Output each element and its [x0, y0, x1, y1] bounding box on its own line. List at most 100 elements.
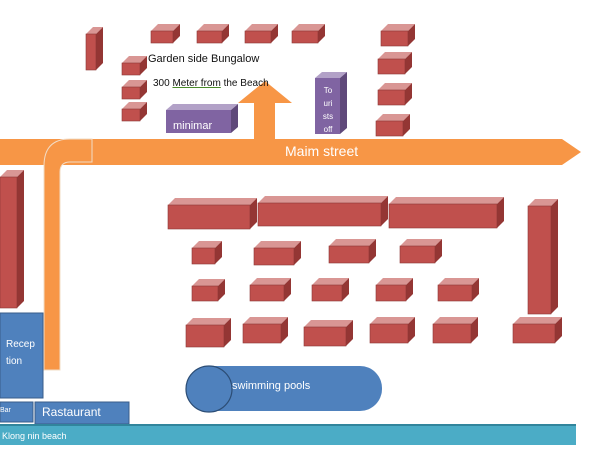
bungalow-roof — [433, 317, 478, 324]
restaurant-label: Rastaurant — [42, 405, 101, 419]
bungalow-front — [121, 62, 141, 76]
distance-unit: Meter from — [172, 78, 221, 89]
reception-label: Recep tion — [6, 339, 35, 367]
bungalow-front — [257, 202, 382, 227]
bungalow-roof — [378, 83, 412, 90]
bungalow-roof — [381, 24, 415, 31]
main-street-arrow-icon — [0, 139, 581, 165]
bungalow-front — [121, 86, 141, 100]
bungalow-front — [311, 284, 343, 302]
bungalow-side — [435, 239, 442, 263]
bungalow-box — [437, 278, 479, 302]
bungalow-roof — [304, 320, 353, 327]
bungalow-side — [555, 317, 562, 343]
bungalow-front — [167, 204, 251, 230]
bungalow-roof — [186, 318, 231, 325]
bungalow-front — [121, 108, 141, 122]
swimming-pool — [186, 366, 382, 411]
reception-block — [0, 312, 44, 399]
bungalow-side — [346, 320, 353, 346]
tourist-office-label: To uri sts off — [322, 86, 334, 134]
bungalow-roof — [197, 24, 229, 31]
bungalow-box — [375, 114, 410, 137]
bungalow-box — [257, 196, 388, 227]
bungalow-side — [222, 24, 229, 43]
bungalow-side — [140, 56, 147, 75]
bungalow-front — [191, 285, 219, 302]
bungalow-side — [218, 279, 225, 301]
arrow-up-icon — [238, 81, 292, 165]
bungalow-roof — [168, 198, 257, 205]
bungalow-box — [512, 317, 562, 344]
bungalow-box — [191, 241, 222, 265]
bungalow-side — [271, 24, 278, 43]
beach-strip — [0, 424, 576, 445]
bungalow-side — [294, 241, 301, 265]
bungalow-roof — [528, 199, 558, 206]
bungalow-roof — [376, 278, 413, 285]
bungalow-box — [121, 102, 147, 122]
bungalow-front — [388, 203, 498, 229]
bungalow-roof — [151, 24, 180, 31]
bungalow-front — [375, 120, 404, 137]
bungalow-roof — [400, 239, 442, 246]
bungalow-front — [0, 176, 18, 309]
bungalow-side — [472, 278, 479, 301]
bungalow-box — [121, 80, 147, 100]
bungalow-box — [328, 239, 376, 264]
bungalow-roof — [122, 80, 147, 87]
bungalow-front — [375, 284, 407, 302]
pool-end — [185, 365, 233, 413]
bungalow-box — [196, 24, 229, 44]
bungalow-side — [408, 24, 415, 46]
bungalow-side — [250, 198, 257, 229]
bar-label: Bar — [0, 407, 11, 414]
bungalow-roof — [243, 317, 288, 324]
bungalow-front — [191, 247, 216, 265]
bungalow-side — [284, 278, 291, 301]
bungalow-box — [150, 24, 180, 44]
bungalow-roof — [258, 196, 388, 203]
bungalow-front — [249, 284, 285, 302]
bar-block — [0, 401, 34, 423]
bungalow-side — [342, 278, 349, 301]
bungalow-side — [381, 196, 388, 226]
distance-number: 300 — [153, 78, 170, 89]
bungalow-box — [244, 24, 278, 44]
bungalow-front — [244, 30, 272, 44]
bungalow-side — [281, 317, 288, 343]
bungalow-box — [527, 199, 558, 315]
bungalow-box — [167, 198, 257, 230]
bungalow-front — [432, 323, 472, 344]
bungalow-box — [121, 56, 147, 76]
bungalow-box — [311, 278, 349, 302]
bungalow-roof — [389, 197, 504, 204]
minimart-label: minimar — [173, 120, 213, 132]
bungalow-box — [432, 317, 478, 344]
bungalow-front — [150, 30, 174, 44]
bungalow-side — [405, 83, 412, 105]
bungalow-roof — [250, 278, 291, 285]
bungalow-roof — [370, 317, 415, 324]
bungalow-box — [191, 279, 225, 302]
bungalow-roof — [245, 24, 278, 31]
bungalow-group — [0, 24, 562, 348]
bungalow-box — [380, 24, 415, 47]
bungalow-roof — [122, 56, 147, 63]
bungalow-box — [291, 24, 325, 44]
bungalow-box — [85, 27, 103, 71]
bungalow-front — [377, 58, 406, 75]
bungalow-box — [377, 83, 412, 106]
swimming-pool-label: swimming pools — [232, 380, 311, 392]
bungalow-side — [318, 24, 325, 43]
bungalow-roof — [378, 52, 412, 59]
bungalow-box — [377, 52, 412, 75]
beach-label: Klong nin beach — [2, 431, 67, 441]
bungalow-roof — [376, 114, 410, 121]
bungalow-front — [242, 323, 282, 344]
bungalow-roof — [0, 170, 24, 177]
bungalow-box — [369, 317, 415, 344]
bungalow-front — [377, 89, 406, 106]
bungalow-box — [0, 170, 24, 309]
bungalow-roof — [292, 24, 325, 31]
